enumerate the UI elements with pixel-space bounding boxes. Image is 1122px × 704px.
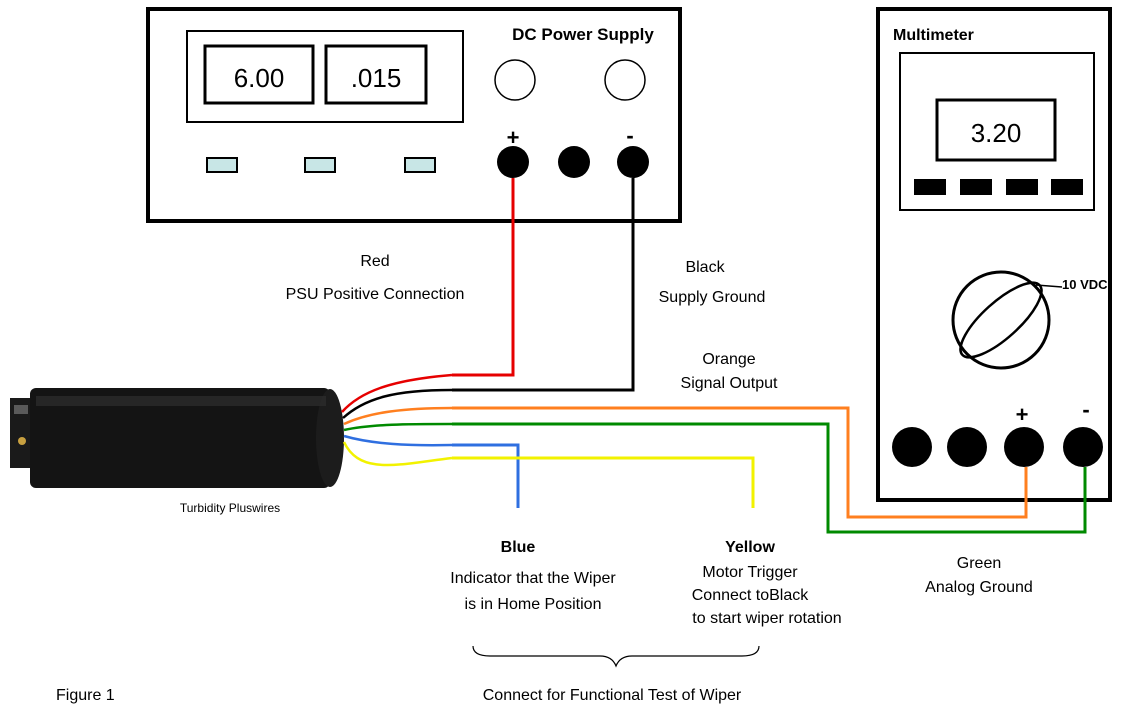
red-wire-description: PSU Positive Connection	[286, 286, 465, 303]
psu-knob-right[interactable]	[604, 59, 646, 101]
psu-knob-left[interactable]	[494, 59, 536, 101]
meter-terminal-2[interactable]	[947, 427, 987, 467]
selector-dial[interactable]	[950, 270, 1051, 370]
yellow-wire	[452, 456, 755, 508]
multimeter-title: Multimeter	[893, 27, 974, 44]
red-wire	[452, 178, 515, 377]
meter-positive-symbol: +	[1016, 402, 1029, 427]
orange-lead	[343, 406, 453, 426]
multimeter-reading: 3.20	[971, 118, 1022, 148]
green-lead	[343, 422, 453, 432]
curly-brace	[472, 645, 760, 668]
multimeter-display	[935, 98, 1057, 162]
yellow-wire-description-3: to start wiper rotation	[692, 610, 841, 627]
orange-wire	[452, 406, 1028, 519]
dial-pointer	[1035, 284, 1063, 288]
orange-wire-name: Orange	[702, 351, 755, 368]
red-lead	[341, 373, 453, 413]
psu-button-1[interactable]	[206, 157, 238, 173]
meter-positive-terminal[interactable]	[1004, 427, 1044, 467]
figure-label: Figure 1	[56, 687, 115, 704]
brace-caption: Connect for Functional Test of Wiper	[483, 687, 742, 704]
psu-positive-terminal[interactable]	[497, 146, 529, 178]
blue-wire	[452, 443, 520, 508]
blue-wire-name: Blue	[501, 539, 536, 556]
psu-negative-terminal[interactable]	[617, 146, 649, 178]
meter-button-3[interactable]	[1006, 179, 1038, 195]
meter-terminal-1[interactable]	[892, 427, 932, 467]
yellow-lead	[342, 441, 453, 467]
dc-power-supply: 6.00 .015 DC Power Supply + -	[146, 7, 682, 223]
orange-wire-description: Signal Output	[681, 375, 779, 392]
psu-button-3[interactable]	[404, 157, 436, 173]
meter-negative-symbol: -	[1082, 397, 1089, 422]
black-wire-name: Black	[685, 259, 725, 276]
voltage-display	[203, 44, 315, 105]
wires	[452, 178, 1087, 534]
green-wire-description: Analog Ground	[925, 579, 1033, 596]
green-wire	[452, 422, 1087, 534]
range-label: 10 VDC	[1062, 277, 1108, 292]
black-lead	[342, 388, 453, 419]
meter-negative-terminal[interactable]	[1063, 427, 1103, 467]
psu-button-2[interactable]	[304, 157, 336, 173]
blue-lead	[343, 434, 453, 447]
yellow-wire-description-2: Connect toBlack	[692, 587, 810, 604]
black-wire	[452, 178, 635, 392]
sensor-label: Turbidity Pluswires	[180, 501, 280, 515]
voltage-reading: 6.00	[234, 63, 285, 93]
blue-wire-description-1: Indicator that the Wiper	[450, 570, 616, 587]
psu-positive-symbol: +	[507, 125, 520, 150]
black-wire-description: Supply Ground	[659, 289, 766, 306]
green-wire-name: Green	[957, 555, 1001, 572]
red-wire-name: Red	[360, 253, 389, 270]
yellow-wire-name: Yellow	[725, 539, 775, 556]
psu-title: DC Power Supply	[512, 25, 654, 44]
psu-middle-terminal[interactable]	[558, 146, 590, 178]
yellow-wire-description-1: Motor Trigger	[702, 564, 798, 581]
multimeter: Multimeter 3.20 10 VDC + -	[876, 7, 1112, 502]
psu-negative-symbol: -	[626, 123, 633, 148]
sensor-leads	[341, 373, 453, 467]
current-display	[324, 44, 428, 105]
meter-button-4[interactable]	[1051, 179, 1083, 195]
current-reading: .015	[351, 63, 402, 93]
turbidity-sensor	[10, 388, 344, 488]
meter-button-2[interactable]	[960, 179, 992, 195]
blue-wire-description-2: is in Home Position	[465, 596, 602, 613]
meter-button-1[interactable]	[914, 179, 946, 195]
